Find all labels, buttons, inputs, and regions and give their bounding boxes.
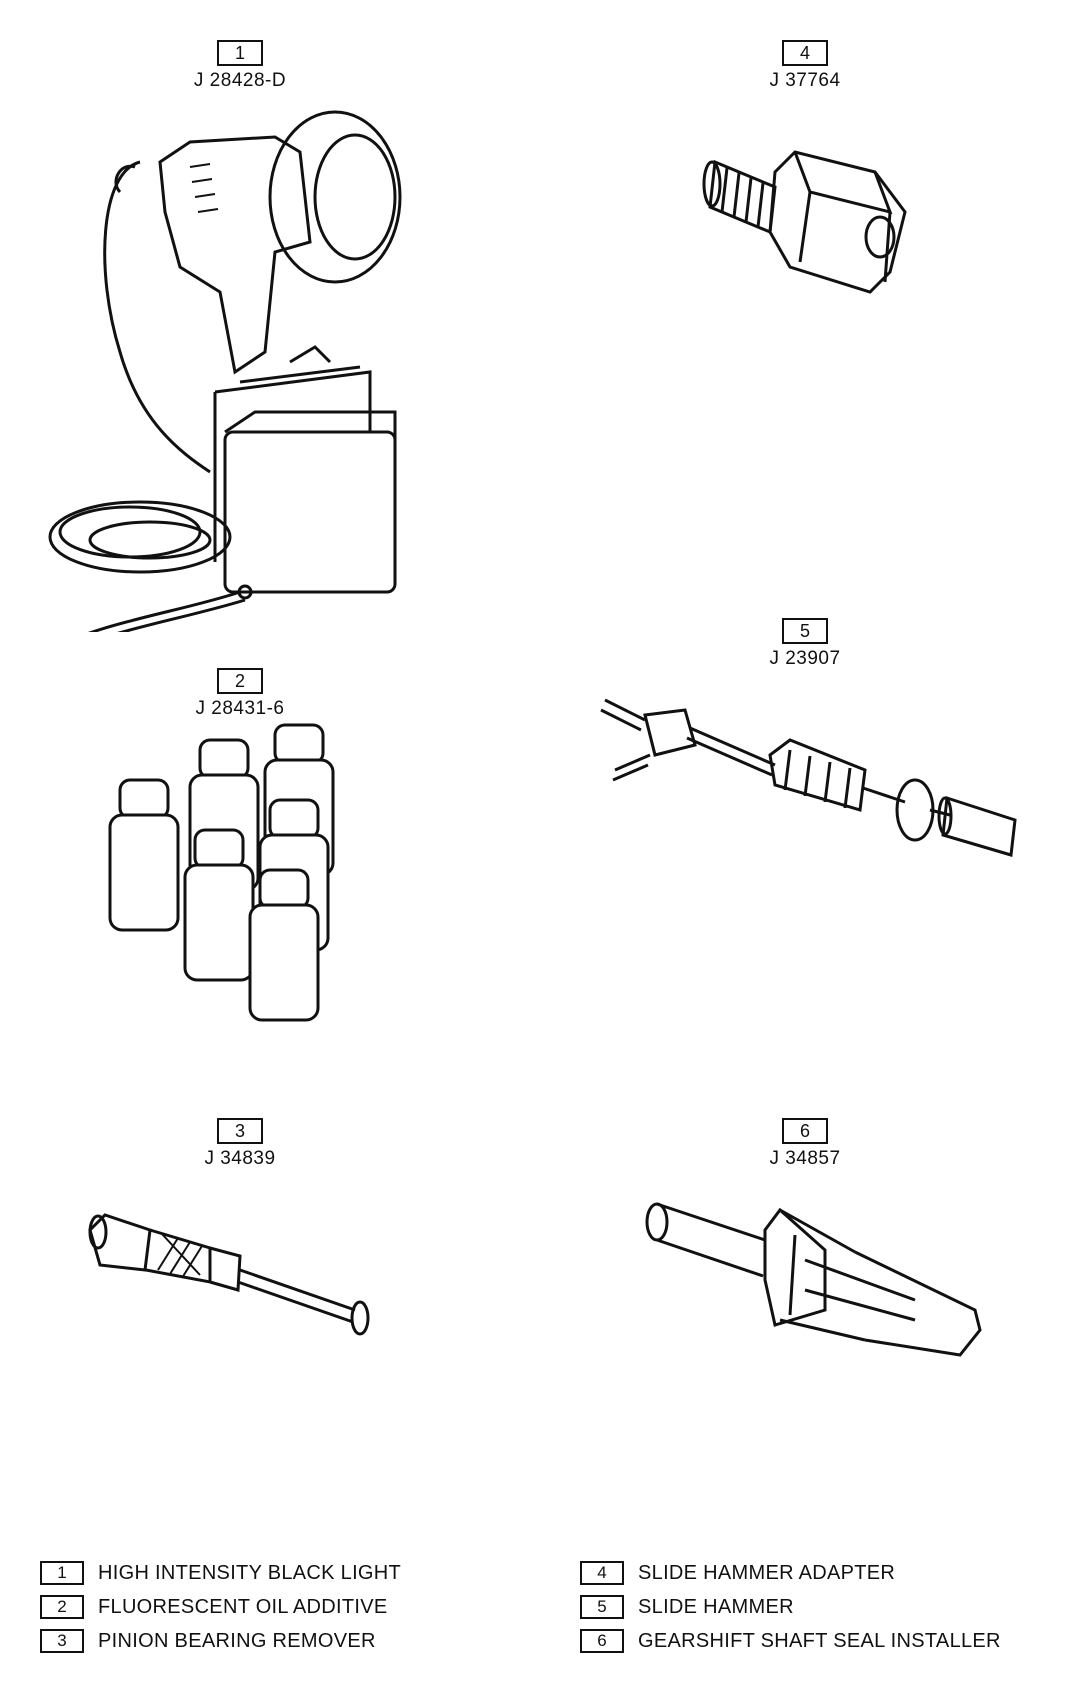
adapter-drawing (702, 150, 907, 294)
tool-code: J 34839 (204, 1148, 276, 1169)
legend-item: 4 SLIDE HAMMER ADAPTER (580, 1560, 1060, 1586)
slide-hammer-drawing (600, 698, 1017, 857)
legend-number-box: 5 (580, 1595, 624, 1619)
tool-number-box: 5 (782, 618, 828, 644)
legend-number-box: 3 (40, 1629, 84, 1653)
tool-1: 1 J 28428-D (10, 40, 470, 632)
tool-code: J 23907 (769, 648, 841, 669)
legend-item: 5 SLIDE HAMMER (580, 1594, 1060, 1620)
tool-3: 3 J 34839 (10, 1118, 470, 1370)
legend-item: 3 PINION BEARING REMOVER (40, 1628, 580, 1654)
seal-installer-drawing (645, 1202, 982, 1357)
tool-number-box: 2 (217, 668, 263, 694)
tool-code: J 28428-D (193, 70, 287, 91)
bottle (248, 868, 320, 1022)
black-light-drawing (48, 110, 402, 632)
bearing-remover-drawing (88, 1213, 370, 1336)
tool-number-box: 6 (782, 1118, 828, 1144)
tool-code: J 28431-6 (195, 698, 285, 719)
tool-4: 4 J 37764 (575, 40, 1035, 312)
legend-label: SLIDE HAMMER (638, 1595, 794, 1618)
legend-label: FLUORESCENT OIL ADDITIVE (98, 1595, 388, 1618)
tool-number-box: 3 (217, 1118, 263, 1144)
tool-number-box: 4 (782, 40, 828, 66)
legend-number-box: 6 (580, 1629, 624, 1653)
legend-item: 6 GEARSHIFT SHAFT SEAL INSTALLER (580, 1628, 1060, 1654)
tool-6: 6 J 34857 (575, 1118, 1035, 1400)
bottles-drawing (108, 723, 335, 1022)
tool-2: 2 J 28431-6 (10, 668, 470, 1040)
legend-label: SLIDE HAMMER ADAPTER (638, 1561, 896, 1584)
tool-code: J 37764 (769, 70, 841, 91)
tool-number-box: 1 (217, 40, 263, 66)
legend-number-box: 4 (580, 1561, 624, 1585)
bottle (108, 778, 180, 932)
legend: 1 HIGH INTENSITY BLACK LIGHT 4 SLIDE HAM… (40, 1560, 1060, 1654)
legend-label: GEARSHIFT SHAFT SEAL INSTALLER (638, 1629, 1001, 1652)
bottle (183, 828, 255, 982)
legend-item: 1 HIGH INTENSITY BLACK LIGHT (40, 1560, 580, 1586)
legend-label: PINION BEARING REMOVER (98, 1629, 376, 1652)
legend-label: HIGH INTENSITY BLACK LIGHT (98, 1561, 402, 1584)
tool-5: 5 J 23907 (575, 618, 1035, 860)
legend-number-box: 2 (40, 1595, 84, 1619)
tool-code: J 34857 (769, 1148, 841, 1169)
legend-number-box: 1 (40, 1561, 84, 1585)
legend-item: 2 FLUORESCENT OIL ADDITIVE (40, 1594, 580, 1620)
